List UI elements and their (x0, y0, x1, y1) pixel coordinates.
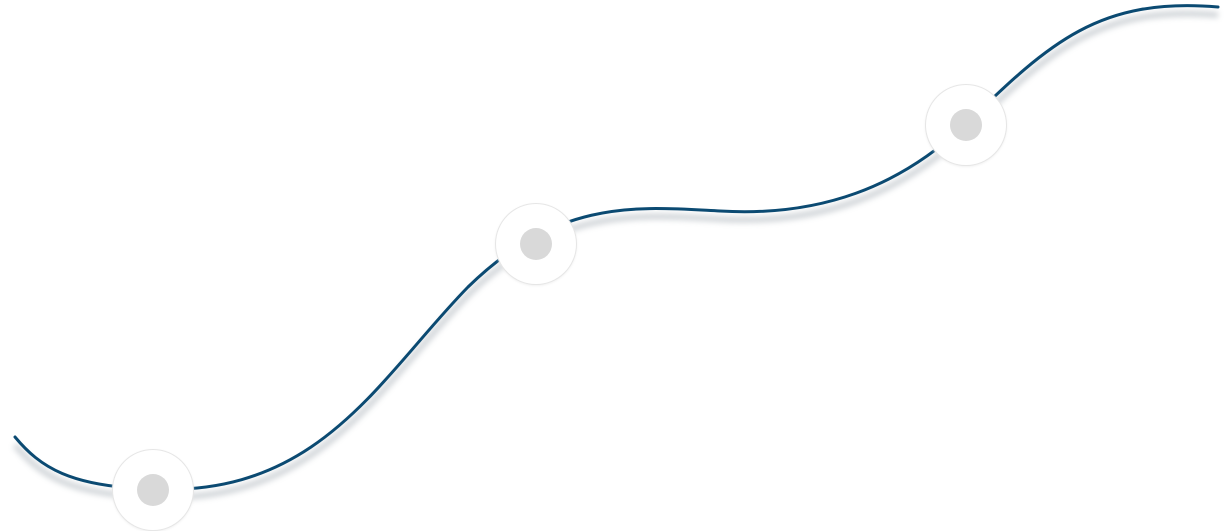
timeline-path (13, 4, 1220, 491)
milestone-node (113, 450, 193, 530)
timeline-path-shadow (12, 10, 1219, 501)
milestone-dot (950, 109, 982, 141)
milestone-node (926, 85, 1006, 165)
milestone-node (496, 204, 576, 284)
milestone-dot (137, 474, 169, 506)
milestone-dot (520, 228, 552, 260)
